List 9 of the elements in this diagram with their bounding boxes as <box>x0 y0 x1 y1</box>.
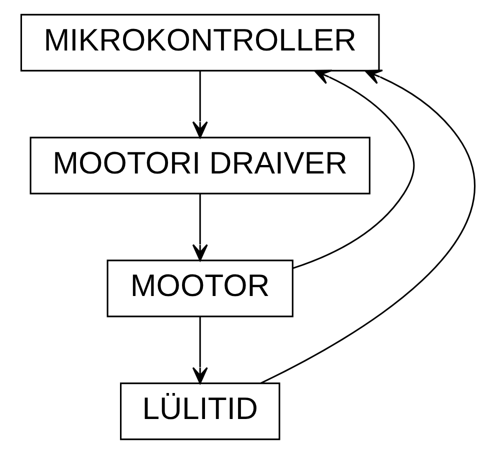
arrow <box>192 70 208 138</box>
node-box: MOOTOR <box>106 260 293 318</box>
arrow <box>260 70 475 384</box>
arrow <box>192 194 208 262</box>
arrow <box>292 70 414 270</box>
node-box: LÜLITID <box>120 382 280 440</box>
node-box: MIKROKONTROLLER <box>20 14 380 72</box>
arrow <box>192 316 208 384</box>
node-box: MOOTORI DRAIVER <box>29 136 370 194</box>
